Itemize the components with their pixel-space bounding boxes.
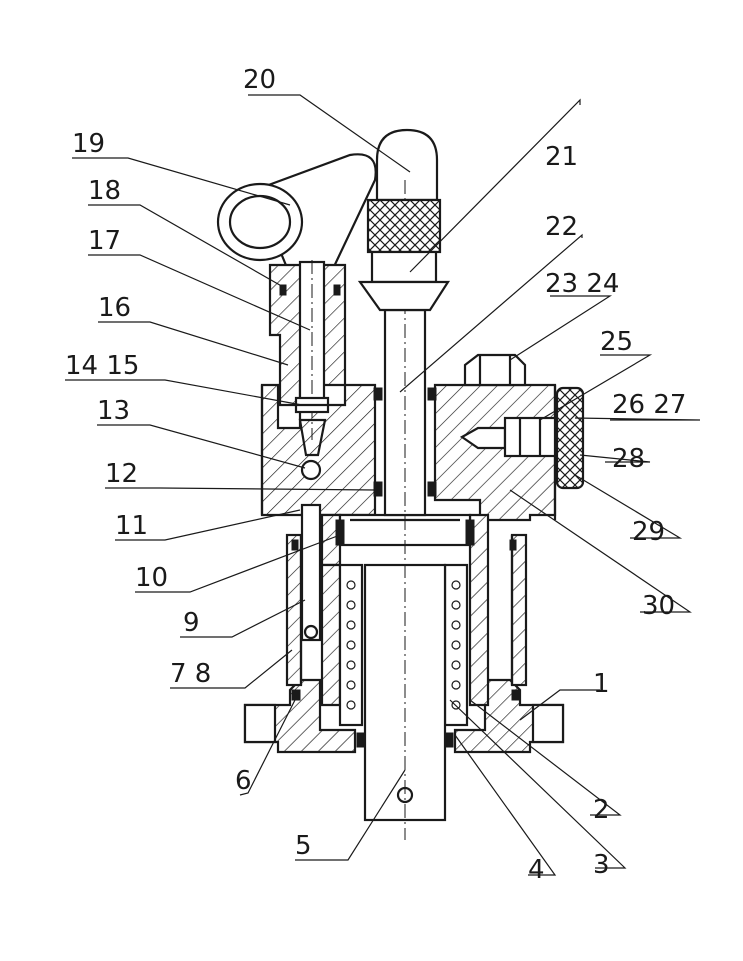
callout-6: 6 xyxy=(235,766,252,796)
central-rod xyxy=(383,308,427,517)
callout-22: 22 xyxy=(545,212,578,242)
vent-plug xyxy=(463,353,527,387)
callout-21: 21 xyxy=(545,142,578,172)
handle-knob-top xyxy=(375,128,439,202)
callout-7-8: 7 8 xyxy=(170,659,211,689)
cylinder-liner-right xyxy=(468,513,490,707)
handle-collar xyxy=(370,250,438,284)
suction-tube xyxy=(300,503,322,642)
spring-tube-left xyxy=(338,563,364,727)
release-valve-body xyxy=(503,416,557,458)
callout-20: 20 xyxy=(243,65,276,95)
callout-16: 16 xyxy=(98,293,131,323)
outer-sleeve-right xyxy=(510,533,528,687)
callout-13: 13 xyxy=(97,396,130,426)
callout-14-15: 14 15 xyxy=(65,351,139,381)
callout-10: 10 xyxy=(135,563,168,593)
callout-26-27: 26 27 xyxy=(612,390,686,420)
base-lug-left xyxy=(243,703,277,744)
release-knob xyxy=(555,386,585,490)
base-lug-right xyxy=(531,703,565,744)
handle-cone xyxy=(357,280,451,312)
callout-12: 12 xyxy=(105,459,138,489)
callout-18: 18 xyxy=(88,176,121,206)
outer-sleeve-left xyxy=(285,533,303,687)
part-geometry xyxy=(216,128,585,840)
callout-19: 19 xyxy=(72,129,105,159)
callout-1: 1 xyxy=(593,669,610,699)
callout-29: 29 xyxy=(632,517,665,547)
leader-lines xyxy=(65,94,701,876)
callout-30: 30 xyxy=(642,591,675,621)
callout-28: 28 xyxy=(612,444,645,474)
callout-23-24: 23 24 xyxy=(545,269,619,299)
inner-wall-left xyxy=(320,563,342,707)
callout-11: 11 xyxy=(115,511,148,541)
check-ball-upper xyxy=(300,459,322,481)
callout-labels: 20 19 18 17 16 14 15 13 12 11 10 9 7 8 6… xyxy=(65,65,686,885)
callout-17: 17 xyxy=(88,226,121,256)
return-spring xyxy=(346,580,461,710)
callout-3: 3 xyxy=(593,850,610,880)
callout-25: 25 xyxy=(600,327,633,357)
callout-4: 4 xyxy=(528,855,545,885)
seal-top xyxy=(279,284,287,296)
callout-5: 5 xyxy=(295,831,312,861)
callout-9: 9 xyxy=(183,608,200,638)
knurled-grip xyxy=(366,198,442,254)
rod-seal xyxy=(373,387,383,401)
check-ball-lower xyxy=(303,624,319,640)
callout-2: 2 xyxy=(593,795,610,825)
